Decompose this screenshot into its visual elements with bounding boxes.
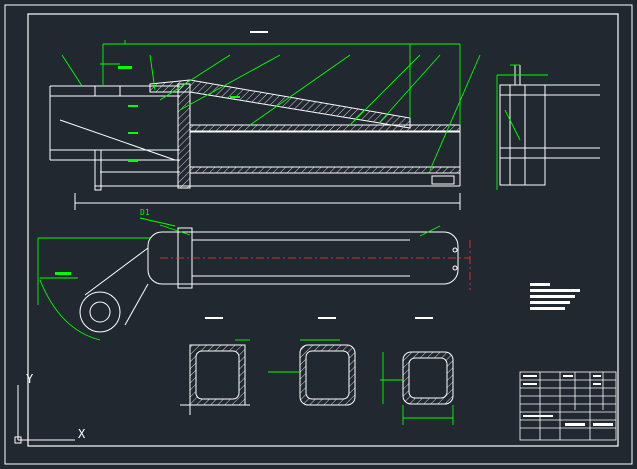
section-b-title-bar xyxy=(318,317,336,319)
front-view-leaders xyxy=(61,40,481,171)
front-view xyxy=(49,79,461,210)
top-view-centerlines xyxy=(160,240,471,290)
section-a xyxy=(180,344,250,415)
ucs-icon xyxy=(14,385,75,444)
front-view-tags xyxy=(118,66,240,162)
section-leaders xyxy=(235,339,454,425)
section-c xyxy=(402,351,454,405)
section-b xyxy=(299,344,356,406)
sheet-border-outer xyxy=(4,4,633,465)
technical-notes xyxy=(530,283,580,310)
side-view xyxy=(499,65,600,186)
detail-label-d1: D1 xyxy=(140,208,150,217)
top-view-leaders xyxy=(37,217,441,341)
ucs-x-label: X xyxy=(78,427,86,441)
section-c-title-bar xyxy=(415,317,433,319)
section-a-title-bar xyxy=(205,317,223,319)
top-view xyxy=(79,227,459,333)
title-block xyxy=(519,371,617,441)
side-view-leaders xyxy=(496,64,548,190)
ucs-y-label: Y xyxy=(26,372,34,386)
view-title-mark xyxy=(250,31,268,33)
top-view-tag xyxy=(55,272,71,275)
title-block-text xyxy=(523,375,613,426)
sheet-border-inner xyxy=(27,13,619,447)
